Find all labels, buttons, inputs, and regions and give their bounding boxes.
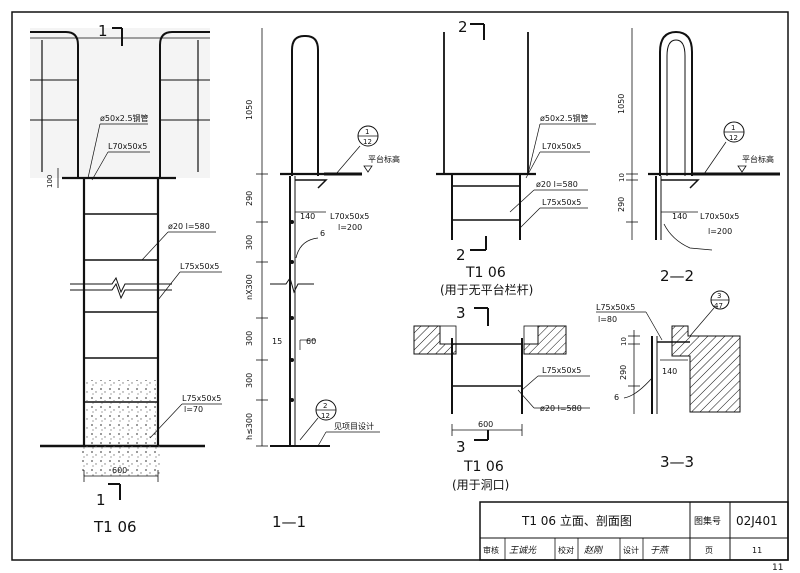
elevation-label: T1 06: [93, 518, 137, 536]
elevation-rung-dim: ø20 l=580: [168, 222, 210, 231]
s3-detail-bot: 47: [714, 302, 723, 310]
elevation-100-dim: 100: [46, 175, 54, 188]
op-cut-top: 3: [456, 304, 466, 322]
elevation-cut-bottom: 1: [96, 491, 106, 509]
op-side-dim: L75x50x5: [542, 366, 581, 375]
s1-detail2-top: 2: [323, 402, 327, 410]
s1-detail2-bot: 12: [321, 412, 330, 420]
op-cut-bottom: 3: [456, 438, 466, 456]
elevation-width-dim: 600: [112, 466, 127, 475]
elevation-foot-angle: L75x50x5: [182, 394, 221, 403]
s1-dim-6: 6: [320, 229, 325, 238]
s3-dim-6: 6: [614, 393, 619, 402]
op-sublabel: (用于洞口): [452, 478, 509, 492]
s2-detail-top: 1: [731, 124, 735, 132]
s1-detail-top: 1: [365, 128, 369, 136]
elevation-pipe-dim: ø50x2.5钢管: [100, 113, 149, 123]
title-block-title: T1 06 立面、剖面图: [521, 513, 632, 528]
s3-dim-10: 10: [620, 337, 628, 346]
elevation-angle-dim: L70x50x5: [108, 142, 147, 151]
s1-dim-300c: 300: [245, 373, 254, 388]
nr-angle-dim: L70x50x5: [542, 142, 581, 151]
design-signature: 于燕: [650, 545, 670, 556]
s2-dim-140: 140: [672, 212, 687, 221]
review-signature: 王诚光: [509, 545, 537, 556]
check-label: 校对: [558, 545, 574, 555]
section-2-2-view: [626, 28, 780, 251]
s1-dim-1050: 1050: [245, 100, 254, 120]
review-label: 审核: [483, 545, 499, 555]
s3-dim-angle: L75x50x5: [596, 303, 635, 312]
op-rung-dim: ø20 l=580: [540, 404, 582, 413]
section-2-2-label: 2—2: [660, 267, 694, 285]
design-label: 设计: [623, 545, 639, 555]
s3-dim-140: 140: [662, 367, 677, 376]
nr-cut-bottom: 2: [456, 246, 466, 264]
title-block: [479, 501, 789, 561]
elevation-cut-top: 1: [98, 22, 108, 40]
s3-dim-angle-l: l=80: [598, 315, 617, 324]
section-1-1-view: [256, 28, 380, 447]
s2-dim-10: 10: [618, 173, 626, 182]
atlas-label: 图集号: [694, 515, 721, 527]
s1-dim-15: 15: [272, 337, 282, 346]
s2-detail-bot: 12: [729, 134, 738, 142]
section-3-3-label: 3—3: [660, 453, 694, 471]
elevation-foot-l: l=70: [184, 405, 203, 414]
s3-detail-top: 3: [717, 292, 721, 300]
op-label: T1 06: [463, 459, 504, 475]
nr-label: T1 06: [465, 265, 506, 281]
section-3-3-view: [596, 290, 741, 414]
elevation-side-dim: L75x50x5: [180, 262, 219, 271]
page-label: 页: [705, 546, 713, 555]
s1-detail-bot: 12: [363, 138, 372, 146]
s1-dim-300b: 300: [245, 331, 254, 346]
nr-cut-top: 2: [458, 18, 468, 36]
nr-sublabel: (用于无平台栏杆): [440, 282, 533, 297]
s1-dim-angle-l: l=200: [338, 223, 362, 232]
s2-dim-290: 290: [617, 197, 626, 212]
s2-platform: 平台标高: [742, 154, 774, 164]
atlas-value: 02J401: [736, 514, 778, 528]
section-1-1-label: 1—1: [272, 513, 306, 531]
s2-dim-angle: L70x50x5: [700, 212, 739, 221]
s1-dim-nx300: nX300: [245, 274, 254, 300]
s1-dim-300a: 300: [245, 235, 254, 250]
s1-dim-290: 290: [245, 191, 254, 206]
check-signature: 赵刚: [584, 545, 604, 556]
s1-dim-140: 140: [300, 212, 315, 221]
elevation-opening-view: [413, 307, 590, 441]
s1-dim-angle: L70x50x5: [330, 212, 369, 221]
s1-see-project: 见项目设计: [334, 421, 374, 431]
sheet-frame: [11, 11, 789, 561]
s1-dim-h300: h≤300: [245, 413, 254, 440]
s1-platform: 平台标高: [368, 154, 400, 164]
elevation-view: [30, 27, 222, 500]
elevation-no-rail-view: [436, 23, 596, 251]
nr-rung-dim: ø20 l=580: [536, 180, 578, 189]
s2-dim-1050: 1050: [617, 94, 626, 114]
op-width-dim: 600: [478, 420, 493, 429]
nr-pipe-dim: ø50x2.5钢管: [540, 113, 589, 123]
sheet-page-number: 11: [772, 563, 783, 573]
page-value: 11: [752, 546, 762, 555]
s3-dim-290: 290: [619, 365, 628, 380]
s2-dim-angle-l: l=200: [708, 227, 732, 236]
s1-dim-60: 60: [306, 337, 316, 346]
nr-side-dim: L75x50x5: [542, 198, 581, 207]
